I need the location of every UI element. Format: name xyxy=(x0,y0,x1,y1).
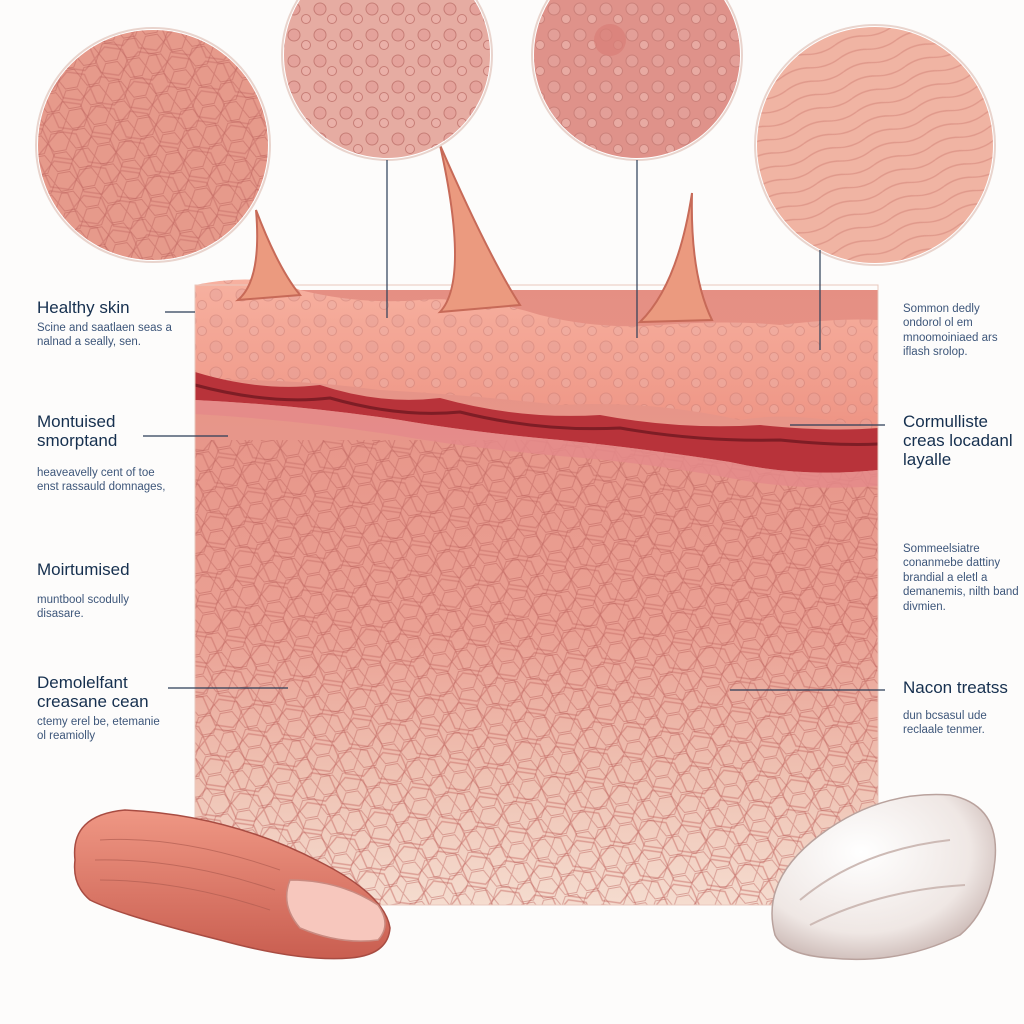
label-heading: Montuised smorptand xyxy=(37,412,118,451)
label-description: muntbool scodully disasare. xyxy=(37,594,130,621)
label-demolelfant: Demolelfant creasane cean ctemy erel be,… xyxy=(37,673,167,744)
label-description: heaveavelly cent of toe enst rassauld do… xyxy=(37,467,166,494)
label-description: Sommon dedly ondorol ol em mnoomoiniaed … xyxy=(903,303,998,359)
label-heading: Moirtumised xyxy=(37,560,130,579)
label-sommeelsiatre: Sommeelsiatre conanmebe dattiny brandial… xyxy=(903,542,1021,614)
label-heading: Nacon treatss xyxy=(903,678,1008,697)
label-heading: Cormulliste creas locadanl layalle xyxy=(903,412,1013,470)
magnified-skin-circle xyxy=(531,0,743,161)
magnified-skin-circle xyxy=(281,0,493,161)
cream-dollop-illustration xyxy=(771,793,997,961)
label-description: Sommeelsiatre conanmebe dattiny brandial… xyxy=(903,543,1019,613)
label-healthy-skin: Healthy skin Scine and saatlaen seas a n… xyxy=(37,298,187,350)
fingertip-illustration xyxy=(73,809,391,960)
label-description: Scine and saatlaen seas a nalnad a seall… xyxy=(37,322,172,349)
skin-block xyxy=(194,279,879,906)
label-cormulliste: Cormulliste creas locadanl layalle xyxy=(903,412,1021,469)
magnified-skin-circle xyxy=(35,27,271,263)
label-heading: Demolelfant creasane cean xyxy=(37,673,149,712)
leader-lines xyxy=(143,160,885,691)
label-nacon-treatss: Nacon treatss dun bcsasul ude reclaale t… xyxy=(903,678,1021,738)
label-description: ctemy erel be, etemanie ol reamiolly xyxy=(37,716,160,743)
label-montuised: Montuised smorptand heaveavelly cent of … xyxy=(37,412,177,495)
magnified-skin-circle xyxy=(754,24,996,266)
label-sommon-dedly: Sommon dedly ondorol ol em mnoomoiniaed … xyxy=(903,302,1021,360)
label-moirtumised: Moirtumised muntbool scodully disasare. xyxy=(37,560,172,622)
label-heading: Healthy skin xyxy=(37,298,130,317)
label-description: dun bcsasul ude reclaale tenmer. xyxy=(903,710,987,737)
